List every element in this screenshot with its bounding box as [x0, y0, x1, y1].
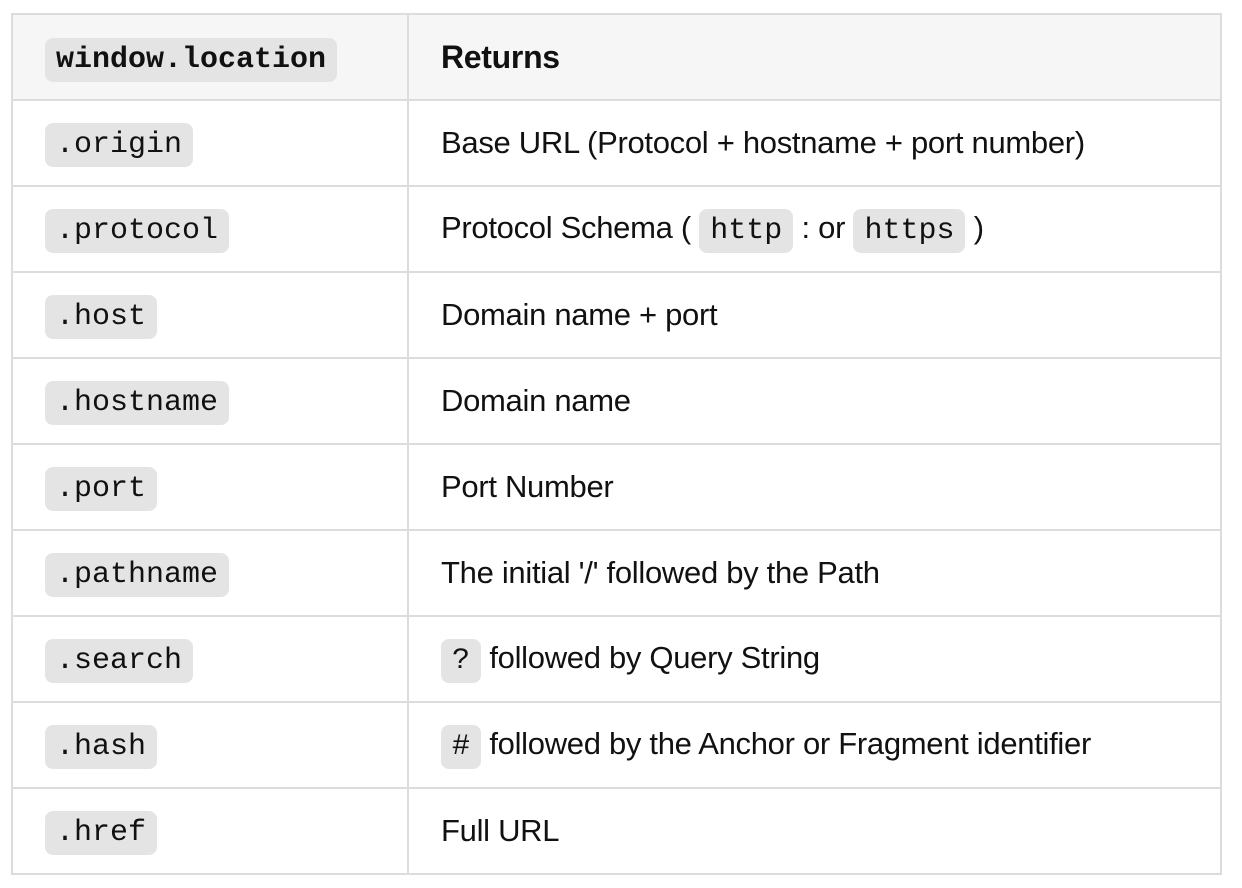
returns-text: followed by Query String [481, 640, 820, 675]
property-code-badge: .hash [45, 725, 158, 769]
returns-text: Base URL (Protocol + hostname + port num… [441, 125, 1085, 160]
returns-cell: Protocol Schema ( http : or https ) [407, 185, 1222, 273]
property-cell: .protocol [11, 185, 409, 273]
property-cell: .href [11, 787, 409, 875]
header-cell-property: window.location [11, 13, 409, 101]
returns-cell: ? followed by Query String [407, 615, 1222, 703]
table-row: .origin Base URL (Protocol + hostname + … [11, 99, 1222, 187]
property-cell: .port [11, 443, 409, 531]
returns-cell: Port Number [407, 443, 1222, 531]
table-row: .href Full URL [11, 787, 1222, 875]
returns-text: Domain name [441, 383, 631, 418]
table-head: window.location Returns [11, 13, 1222, 101]
table-row: .hostname Domain name [11, 357, 1222, 445]
table-row: .port Port Number [11, 443, 1222, 531]
property-code-badge: .href [45, 811, 158, 855]
table-row: .search ? followed by Query String [11, 615, 1222, 703]
returns-text: Protocol Schema ( [441, 210, 700, 245]
returns-text: followed by the Anchor or Fragment ident… [481, 726, 1091, 761]
returns-text: Full URL [441, 813, 560, 848]
property-code-badge: .search [45, 639, 194, 683]
inline-code-badge: # [441, 725, 482, 769]
inline-code-badge: https [853, 209, 966, 253]
property-cell: .search [11, 615, 409, 703]
returns-cell: # followed by the Anchor or Fragment ide… [407, 701, 1222, 789]
property-cell: .origin [11, 99, 409, 187]
returns-text: ) [965, 210, 984, 245]
returns-text: Domain name + port [441, 297, 718, 332]
table-body: .origin Base URL (Protocol + hostname + … [11, 99, 1222, 875]
property-code-badge: .hostname [45, 381, 230, 425]
table-row: .protocol Protocol Schema ( http : or ht… [11, 185, 1222, 273]
property-code-badge: .origin [45, 123, 194, 167]
returns-cell: Base URL (Protocol + hostname + port num… [407, 99, 1222, 187]
returns-cell: Domain name + port [407, 271, 1222, 359]
returns-text: Port Number [441, 469, 614, 504]
property-cell: .host [11, 271, 409, 359]
property-code-badge: .port [45, 467, 158, 511]
property-code-badge: .protocol [45, 209, 230, 253]
property-cell: .hostname [11, 357, 409, 445]
table-row: .host Domain name + port [11, 271, 1222, 359]
returns-cell: Domain name [407, 357, 1222, 445]
inline-code-badge: ? [441, 639, 482, 683]
window-location-table: window.location Returns .origin Base URL… [11, 13, 1222, 875]
returns-cell: Full URL [407, 787, 1222, 875]
property-cell: .pathname [11, 529, 409, 617]
header-row: window.location Returns [11, 13, 1222, 101]
table-row: .hash # followed by the Anchor or Fragme… [11, 701, 1222, 789]
window-location-code-badge: window.location [45, 37, 338, 82]
property-code-badge: .pathname [45, 553, 230, 597]
returns-cell: The initial '/' followed by the Path [407, 529, 1222, 617]
property-code-badge: .host [45, 295, 158, 339]
returns-text: : or [793, 210, 854, 245]
returns-text: The initial '/' followed by the Path [441, 555, 880, 590]
inline-code-badge: http [699, 209, 794, 253]
header-cell-returns: Returns [407, 13, 1222, 101]
property-cell: .hash [11, 701, 409, 789]
table-row: .pathname The initial '/' followed by th… [11, 529, 1222, 617]
